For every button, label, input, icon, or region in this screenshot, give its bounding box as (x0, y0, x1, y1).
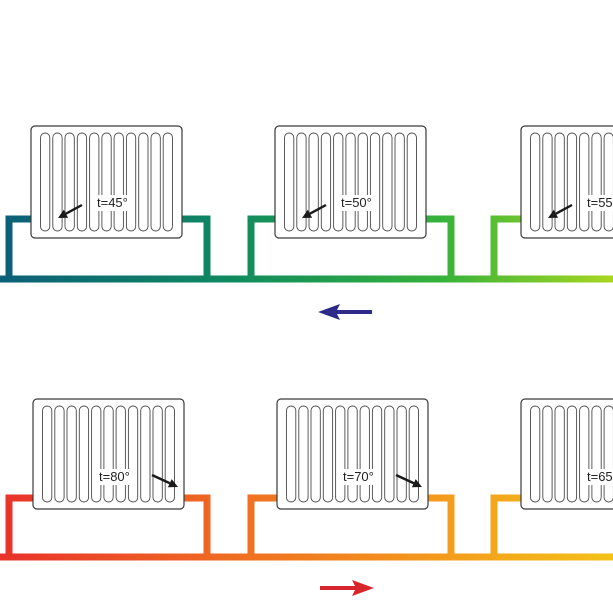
temperature-label: t=45° (97, 195, 128, 210)
supply-pipe (0, 494, 613, 561)
radiator-fin (286, 405, 297, 503)
flow-direction-arrow-icon (302, 203, 327, 218)
return-pipe (0, 215, 613, 283)
label-background (584, 469, 613, 485)
radiator-fin (113, 132, 124, 232)
temperature-label: t=65° (587, 469, 613, 484)
radiator-fin (125, 132, 137, 232)
radiator-body (274, 125, 427, 239)
flow-direction-arrow-icon (548, 203, 573, 218)
radiator-fin (357, 132, 368, 232)
label-background (94, 195, 132, 211)
radiator-fin (101, 132, 112, 232)
radiator-fin (52, 132, 63, 232)
flow-direction-arrow-icon (58, 203, 83, 218)
radiator-fin (591, 405, 602, 503)
radiator-fin (554, 405, 565, 503)
radiator-fin (579, 405, 590, 503)
label-background (96, 469, 134, 485)
radiator-fin (54, 405, 65, 503)
supply-flow-arrow (320, 580, 374, 596)
radiator-fin (322, 405, 334, 503)
radiator-fin (530, 405, 541, 503)
radiator-fin (115, 405, 126, 503)
radiator-fin (579, 132, 590, 232)
radiator-fin (162, 132, 173, 232)
temperature-label: t=55° (587, 195, 613, 210)
radiator-fin (89, 132, 100, 232)
radiator-fin (542, 132, 553, 232)
radiator-fin (554, 132, 565, 232)
radiator-body (276, 398, 429, 510)
radiator-fin (150, 132, 161, 232)
radiator-fin (76, 132, 88, 232)
radiator-body (30, 125, 183, 239)
label-background (338, 195, 376, 211)
temperature-label: t=80° (99, 469, 130, 484)
radiator-fin (320, 132, 332, 232)
radiator: t=55° (520, 125, 613, 239)
radiator-fin (103, 405, 114, 503)
radiator-fin (152, 405, 163, 503)
radiator-fin (164, 405, 175, 503)
radiator-fin (42, 405, 53, 503)
radiator-fin (296, 132, 307, 232)
radiator-fin (530, 132, 541, 232)
radiator: t=65° (520, 398, 613, 510)
radiator-fin (284, 132, 295, 232)
radiator-fin (566, 405, 578, 503)
label-background (584, 195, 613, 211)
radiator-fin (394, 132, 405, 232)
radiator-fin (406, 132, 417, 232)
label-background (340, 469, 378, 485)
radiator: t=45° (30, 125, 183, 239)
radiator-fin (603, 405, 613, 503)
radiator-fin (371, 405, 383, 503)
radiators: t=45° t=50° t=55° t=80° t=70° t=65° (30, 125, 613, 510)
radiator-fin (359, 405, 370, 503)
radiator: t=80° (32, 398, 185, 510)
radiator-body (32, 398, 185, 510)
radiator-fin (127, 405, 139, 503)
radiator-fin (310, 405, 321, 503)
temperature-label: t=50° (341, 195, 372, 210)
radiator-fin (566, 132, 578, 232)
radiator-fin (382, 132, 393, 232)
radiator-fin (138, 132, 149, 232)
return-line (0, 215, 613, 283)
radiator-fin (78, 405, 90, 503)
radiator-fin (603, 132, 613, 232)
radiator: t=50° (274, 125, 427, 239)
radiator-fin (396, 405, 407, 503)
flow-direction-arrow-icon (395, 473, 422, 488)
radiator-fin (335, 405, 346, 503)
radiator-fin (408, 405, 419, 503)
radiator-fin (91, 405, 102, 503)
radiator: t=70° (276, 398, 429, 510)
radiator-fin (140, 405, 151, 503)
radiator-fin (40, 132, 51, 232)
radiator-fin (66, 405, 77, 503)
radiator-fin (333, 132, 344, 232)
radiator-fin (542, 405, 553, 503)
flow-direction-arrow-icon (151, 473, 178, 488)
radiator-fin (345, 132, 356, 232)
temperature-label: t=70° (343, 469, 374, 484)
radiator-fin (347, 405, 358, 503)
radiator-fin (591, 132, 602, 232)
supply-line (0, 494, 613, 561)
radiator-fin (298, 405, 309, 503)
radiator-fin (384, 405, 395, 503)
radiator-fin (64, 132, 75, 232)
radiator-fin (369, 132, 381, 232)
radiator-fin (308, 132, 319, 232)
return-flow-arrow (318, 304, 372, 320)
